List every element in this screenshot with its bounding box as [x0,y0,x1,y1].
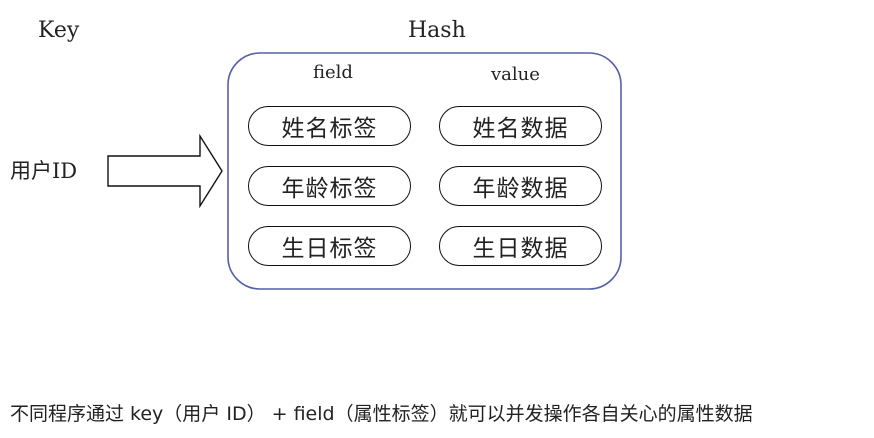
value-pill-birthday: 生日数据 [439,226,602,266]
field-pill-name: 姓名标签 [248,106,411,146]
value-pill-name: 姓名数据 [439,106,602,146]
value-column-header: value [491,64,540,85]
hash-label: Hash [408,18,466,43]
caption-text: 不同程序通过 key（用户 ID） + field（属性标签）就可以并发操作各自… [10,403,753,425]
field-pill-birthday: 生日标签 [248,226,411,266]
user-id-label: 用户ID [10,159,78,183]
arrow-icon [107,133,223,209]
field-pill-age: 年龄标签 [248,166,411,206]
value-pill-age: 年龄数据 [439,166,602,206]
key-label: Key [38,18,80,43]
field-column-header: field [313,62,353,83]
